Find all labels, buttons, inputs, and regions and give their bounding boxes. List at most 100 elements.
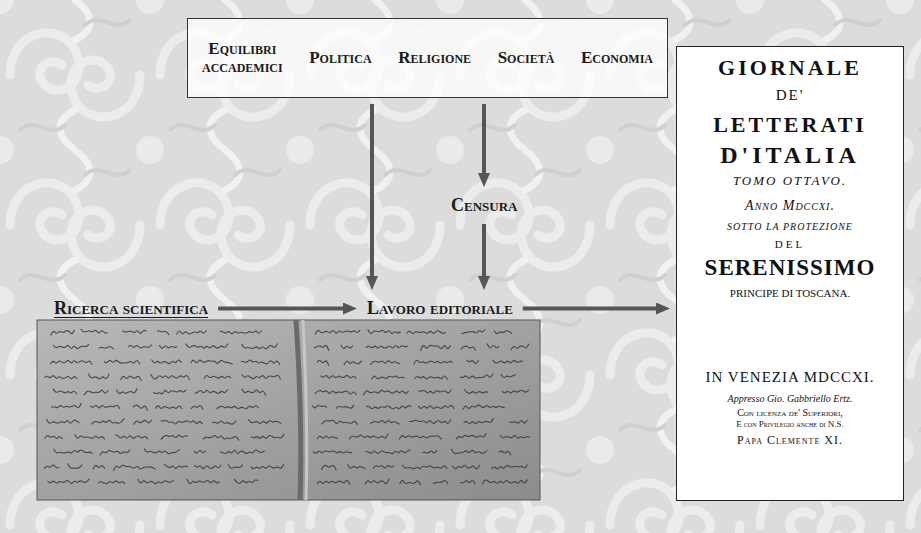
title-page-line: IN VENEZIA MDCCXI. xyxy=(683,369,897,386)
handwriting-stroke xyxy=(366,345,408,348)
handwriting-stroke xyxy=(155,406,182,409)
stage-label: Censura xyxy=(447,193,521,218)
handwriting-stroke xyxy=(50,360,92,364)
handwriting-stroke xyxy=(134,420,152,425)
handwriting-stroke xyxy=(422,450,437,453)
handwriting-stroke xyxy=(53,389,77,395)
handwriting-stroke xyxy=(212,421,236,424)
handwriting-stroke xyxy=(248,419,281,424)
handwriting-stroke xyxy=(314,345,329,350)
handwriting-stroke xyxy=(88,373,109,378)
handwriting-stroke xyxy=(98,347,113,349)
title-page-line: SOTTO LA PROTEZIONE xyxy=(683,221,897,232)
handwriting-stroke xyxy=(93,465,105,469)
journal-title-page: GIORNALE DE' LETTERATI D'ITALIA TOMO OTTAVO.… xyxy=(676,46,904,501)
flow-arrow xyxy=(218,307,347,311)
factor-label: Economia xyxy=(581,49,653,67)
handwriting-stroke xyxy=(409,419,451,423)
title-page-line: Papa Clemente XI. xyxy=(683,434,897,447)
handwriting-stroke xyxy=(321,465,336,470)
handwriting-stroke xyxy=(242,344,278,349)
handwriting-stroke xyxy=(348,464,366,469)
handwriting-stroke xyxy=(456,433,486,439)
title-page-line: Anno Mdccxi. xyxy=(683,198,897,213)
title-page-line: DE' xyxy=(683,87,897,104)
handwriting-stroke xyxy=(482,479,527,484)
title-page-line: GIORNALE xyxy=(683,56,897,80)
handwriting-stroke xyxy=(47,419,80,423)
handwriting-stroke xyxy=(414,360,453,364)
handwriting-stroke xyxy=(220,330,262,334)
handwriting-stroke xyxy=(151,374,190,380)
handwriting-stroke xyxy=(317,361,329,366)
handwriting-stroke xyxy=(461,329,485,334)
handwriting-stroke xyxy=(161,435,188,440)
handwriting-stroke xyxy=(241,360,280,365)
handwriting-stroke xyxy=(164,464,188,468)
title-page-line: E con Privilegio anche di N.S. xyxy=(683,420,897,430)
handwriting-stroke xyxy=(204,376,231,379)
handwriting-stroke xyxy=(194,465,221,469)
handwriting-stroke xyxy=(194,450,206,453)
handwriting-stroke xyxy=(90,405,120,409)
handwriting-stroke xyxy=(315,391,357,396)
handwriting-stroke xyxy=(113,465,155,471)
handwriting-stroke xyxy=(44,465,59,469)
title-page-line: PRINCIPE DI TOSCANA. xyxy=(683,287,897,299)
handwriting-stroke xyxy=(365,479,389,485)
handwriting-stroke xyxy=(128,345,152,348)
handwriting-stroke xyxy=(400,481,421,485)
handwriting-stroke xyxy=(502,390,529,393)
handwriting-stroke xyxy=(153,390,186,394)
title-page-line: Con licenza de' Superiori, xyxy=(683,407,897,418)
handwriting-stroke xyxy=(116,388,137,393)
handwriting-stroke xyxy=(399,436,441,440)
flow-arrow xyxy=(523,307,660,311)
handwriting-stroke xyxy=(220,450,265,454)
handwriting-stroke xyxy=(67,463,82,468)
title-page-line: D'ITALIA xyxy=(683,142,897,168)
flow-arrow xyxy=(482,104,486,177)
handwriting-stroke xyxy=(368,329,401,333)
handwriting-stroke xyxy=(336,405,354,409)
handwriting-stroke xyxy=(234,479,258,483)
factor-label: Società xyxy=(498,49,555,67)
handwriting-stroke xyxy=(317,480,350,484)
handwriting-stroke xyxy=(157,331,169,336)
handwriting-stroke xyxy=(242,389,266,396)
handwriting-stroke xyxy=(104,360,140,364)
handwriting-stroke xyxy=(500,435,530,438)
handwriting-stroke xyxy=(122,330,146,333)
handwriting-stroke xyxy=(133,405,148,411)
handwriting-stroke xyxy=(464,418,494,423)
stage-label: Ricerca scientifica xyxy=(50,296,212,321)
handwriting-stroke xyxy=(251,434,284,438)
handwriting-stroke xyxy=(420,345,450,351)
handwriting-stroke xyxy=(492,464,528,469)
handwriting-stroke xyxy=(344,361,362,366)
factor-box: Equilibri accademiciPoliticaReligioneSoc… xyxy=(187,18,668,98)
handwriting-stroke xyxy=(320,375,356,378)
handwriting-stroke xyxy=(461,346,476,350)
factor-label: Religione xyxy=(398,49,471,67)
handwriting-stroke xyxy=(501,374,516,377)
handwriting-stroke xyxy=(366,406,411,409)
stage-label: Lavoro editoriale xyxy=(363,296,517,321)
title-page-line: LETTERATI xyxy=(683,113,897,137)
handwriting-stroke xyxy=(511,344,529,350)
factor-label: Equilibri accademici xyxy=(202,40,283,76)
handwriting-stroke xyxy=(370,361,400,365)
title-page-line: TOMO OTTAVO. xyxy=(683,174,897,188)
handwriting-stroke xyxy=(54,449,93,454)
handwriting-stroke xyxy=(191,405,203,409)
stage-text: Lavoro editoriale xyxy=(367,298,513,319)
handwriting-stroke xyxy=(81,329,108,333)
handwriting-stroke xyxy=(312,405,327,408)
handwriting-stroke xyxy=(216,406,258,409)
title-page-line: DEL xyxy=(683,238,897,250)
handwriting-stroke xyxy=(499,451,511,455)
handwriting-stroke xyxy=(53,344,89,348)
handwriting-stroke xyxy=(433,480,448,484)
